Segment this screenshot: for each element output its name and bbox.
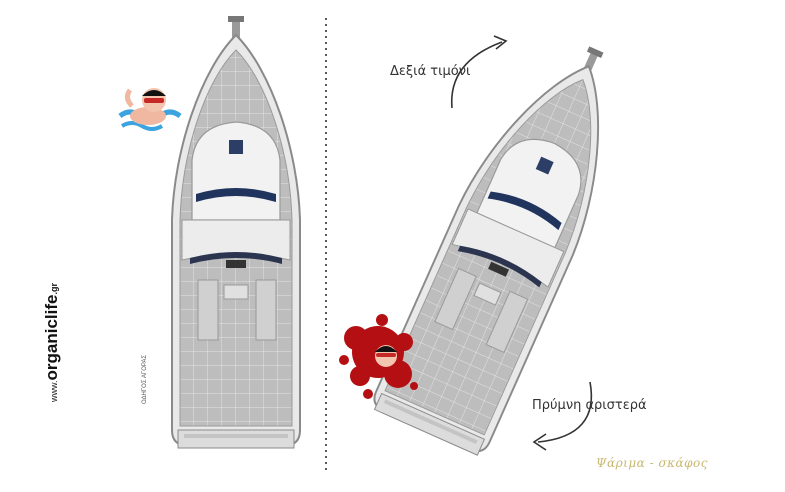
- brand-logo: www.organiclife.gr: [42, 283, 62, 402]
- curved-arrow-icon: [450, 35, 508, 109]
- brand-suffix: .gr: [49, 283, 59, 295]
- injured-swimmer-icon: [339, 314, 418, 399]
- label-stern-left: Πρύμνη αριστερά: [532, 398, 647, 413]
- watermark: Ψάριμα - σκάφος: [596, 456, 708, 470]
- boat-right: [368, 23, 655, 459]
- brand-prefix: www.: [49, 380, 59, 402]
- label-right-helm: Δεξιά τιμόνι: [390, 64, 471, 79]
- brand-tagline: ΟΔΗΓΟΣ ΑΓΟΡΑΣ: [142, 354, 148, 404]
- swimmer-icon: [118, 88, 182, 131]
- boat-left: [171, 15, 301, 449]
- brand-name: organiclife: [42, 294, 61, 381]
- curved-arrow-icon: [532, 381, 593, 451]
